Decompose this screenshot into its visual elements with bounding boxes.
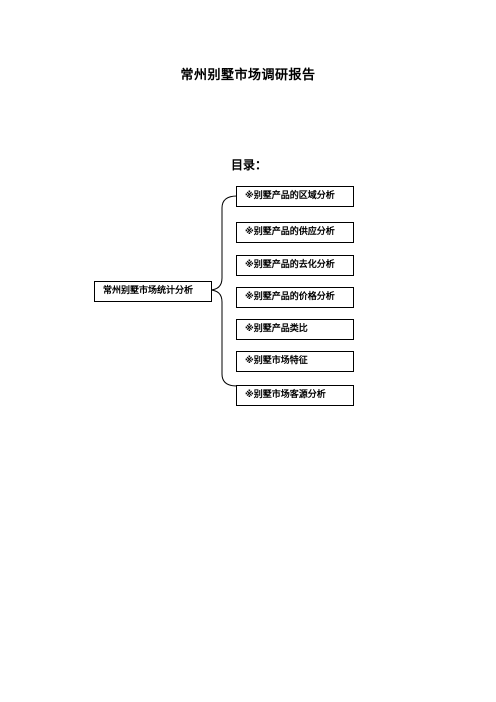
toc-item-market-features: ※别墅市场特征 (236, 351, 354, 372)
toc-item-absorption-analysis: ※别墅产品的去化分析 (236, 255, 354, 276)
root-node-box: 常州别墅市场统计分析 (94, 281, 212, 302)
toc-item-customer-source-analysis: ※别墅市场客源分析 (236, 385, 354, 406)
toc-item-price-analysis: ※别墅产品的价格分析 (236, 287, 354, 308)
toc-item-regional-analysis: ※别墅产品的区域分析 (236, 186, 354, 207)
toc-item-product-comparison: ※别墅产品类比 (236, 319, 354, 340)
toc-heading: 目录： (231, 158, 268, 172)
toc-item-supply-analysis: ※别墅产品的供应分析 (236, 222, 354, 243)
page-title: 常州别墅市场调研报告 (180, 68, 316, 83)
